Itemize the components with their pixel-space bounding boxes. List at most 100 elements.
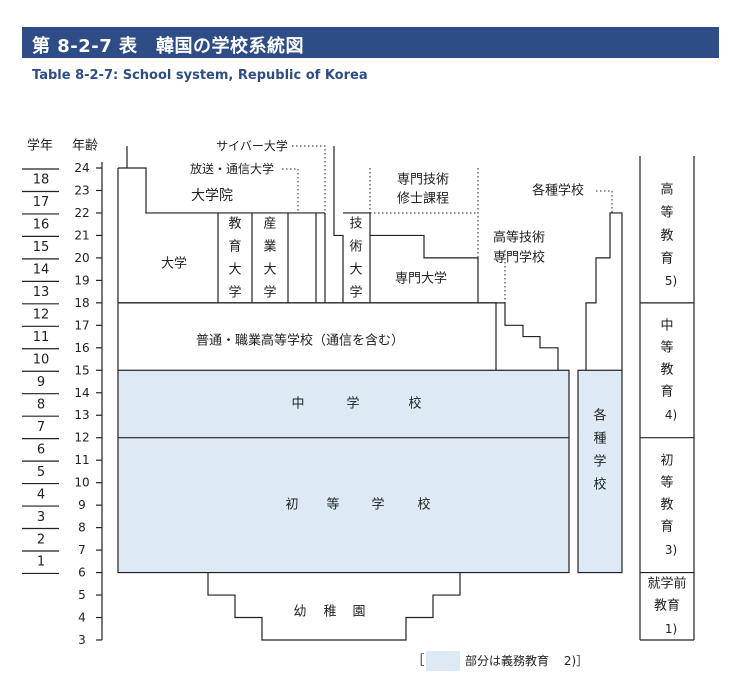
grade-label: 11 bbox=[33, 330, 50, 345]
right-higher-label-2: 教 bbox=[660, 228, 673, 244]
grade-label: 2 bbox=[37, 532, 45, 547]
cyber-university-label: サイバー大学 bbox=[216, 138, 288, 153]
technical-university-label-1: 術 bbox=[349, 240, 362, 255]
right-preschool-label-0: 就学前 bbox=[647, 576, 686, 592]
grade-label: 5 bbox=[37, 465, 45, 480]
grade-label: 3 bbox=[37, 510, 45, 525]
right-higher-label-1: 等 bbox=[660, 205, 673, 221]
elementary-school-label-0: 初 bbox=[285, 498, 298, 513]
technical-university-left bbox=[333, 146, 344, 303]
grade-label: 13 bbox=[33, 285, 50, 300]
right-secondary-note: 4) bbox=[665, 408, 677, 422]
technical-university-label-2: 大 bbox=[349, 263, 362, 278]
compulsory-area-main bbox=[117, 369, 570, 574]
higher-tech-school-label-0: 高等技術 bbox=[493, 230, 545, 246]
age-label: 10 bbox=[74, 476, 89, 490]
legend-text: 部分は義務教育 bbox=[465, 653, 549, 668]
right-primary-note: 3) bbox=[665, 543, 677, 557]
misc-school-top-label: 各種学校 bbox=[532, 183, 584, 199]
age-label: 18 bbox=[74, 296, 89, 310]
age-label: 9 bbox=[78, 498, 86, 512]
misc-school-side-label-3: 校 bbox=[593, 477, 606, 493]
elementary-school-label-3: 校 bbox=[417, 497, 430, 513]
age-label: 16 bbox=[74, 341, 89, 355]
right-primary-label-3: 育 bbox=[660, 519, 673, 535]
grade-label: 7 bbox=[37, 420, 45, 435]
broadcast-university-pointer bbox=[282, 168, 299, 213]
age-label: 17 bbox=[74, 318, 89, 332]
age-label: 3 bbox=[78, 633, 86, 647]
right-preschool-note: 1) bbox=[665, 622, 677, 636]
grade-label: 10 bbox=[33, 352, 50, 367]
technical-university-label-3: 学 bbox=[349, 285, 362, 301]
elementary-school-label-1: 等 bbox=[326, 497, 339, 513]
kindergarten-outline bbox=[207, 572, 461, 641]
right-secondary-label-2: 教 bbox=[660, 362, 673, 378]
grade-label: 12 bbox=[33, 308, 50, 323]
age-label: 8 bbox=[78, 521, 86, 535]
graduate-school-label: 大学院 bbox=[191, 188, 233, 204]
misc-school-pointer bbox=[596, 190, 613, 213]
legend-swatch bbox=[426, 651, 460, 671]
right-secondary-label-0: 中 bbox=[660, 319, 673, 334]
grade-label: 4 bbox=[37, 487, 45, 502]
middle-school-label-2: 校 bbox=[408, 395, 421, 411]
junior-college-steps bbox=[370, 234, 479, 303]
age-label: 5 bbox=[78, 588, 86, 602]
prof-master-label-1: 修士課程 bbox=[397, 191, 449, 207]
elementary-school-label-2: 学 bbox=[371, 497, 384, 513]
page-subtitle: Table 8-2-7: School system, Republic of … bbox=[32, 68, 368, 83]
education-university-label-3: 学 bbox=[228, 285, 241, 301]
right-secondary-label-1: 等 bbox=[660, 340, 673, 356]
higher-tech-school-steps bbox=[496, 302, 559, 371]
university-label: 大学 bbox=[161, 256, 187, 272]
grade-label: 17 bbox=[33, 195, 50, 210]
age-label: 4 bbox=[78, 611, 86, 625]
grade-label: 1 bbox=[37, 555, 45, 570]
right-secondary-label-3: 育 bbox=[660, 384, 673, 400]
right-higher-label-3: 育 bbox=[660, 251, 673, 267]
misc-school-side-label-2: 学 bbox=[593, 454, 606, 470]
education-university-label-1: 育 bbox=[228, 239, 241, 255]
prof-master-label-0: 専門技術 bbox=[397, 173, 449, 188]
grade-label: 16 bbox=[33, 218, 50, 233]
industrial-university-label-1: 業 bbox=[263, 239, 276, 255]
grade-label: 9 bbox=[37, 375, 45, 390]
kindergarten-label-1: 稚 bbox=[323, 605, 336, 620]
grade-header: 学年 bbox=[27, 138, 53, 154]
industrial-university-label-2: 大 bbox=[263, 263, 276, 278]
grade-label: 14 bbox=[33, 263, 50, 278]
age-header: 年齢 bbox=[72, 139, 98, 154]
misc-school-side-label-0: 各 bbox=[593, 408, 606, 424]
age-label: 12 bbox=[74, 431, 89, 445]
right-primary-label-0: 初 bbox=[660, 454, 673, 469]
age-label: 11 bbox=[74, 453, 89, 467]
industrial-university-label-3: 学 bbox=[263, 285, 276, 301]
age-label: 24 bbox=[74, 161, 89, 175]
compulsory-area-misc bbox=[577, 369, 623, 574]
junior-college-label: 専門大学 bbox=[395, 271, 447, 287]
age-label: 22 bbox=[74, 206, 89, 220]
education-university-label-0: 教 bbox=[228, 216, 241, 232]
cyber-university-pointer bbox=[292, 145, 326, 213]
age-label: 19 bbox=[74, 273, 89, 287]
misc-school-side-label-1: 種 bbox=[593, 431, 606, 447]
education-university-label-2: 大 bbox=[228, 263, 241, 278]
higher-tech-school-label-1: 専門学校 bbox=[493, 250, 545, 266]
grade-label: 18 bbox=[33, 173, 50, 188]
right-higher-note: 5) bbox=[665, 274, 677, 288]
age-label: 15 bbox=[74, 363, 89, 377]
grade-label: 15 bbox=[33, 240, 50, 255]
misc-school-steps bbox=[585, 212, 623, 371]
middle-school-label-1: 学 bbox=[346, 395, 359, 411]
graduate-school-outline bbox=[118, 167, 325, 214]
high-school-label: 普通・職業高等学校（通信を含む） bbox=[196, 333, 404, 349]
kindergarten-label-2: 園 bbox=[352, 605, 365, 620]
right-primary-label-1: 等 bbox=[660, 475, 673, 491]
right-primary-label-2: 教 bbox=[660, 497, 673, 513]
grade-label: 6 bbox=[37, 442, 45, 457]
page-title: 第 8-2-7 表 韓国の学校系統図 bbox=[32, 36, 305, 57]
industrial-university-label-0: 産 bbox=[263, 216, 276, 232]
age-label: 13 bbox=[74, 408, 89, 422]
